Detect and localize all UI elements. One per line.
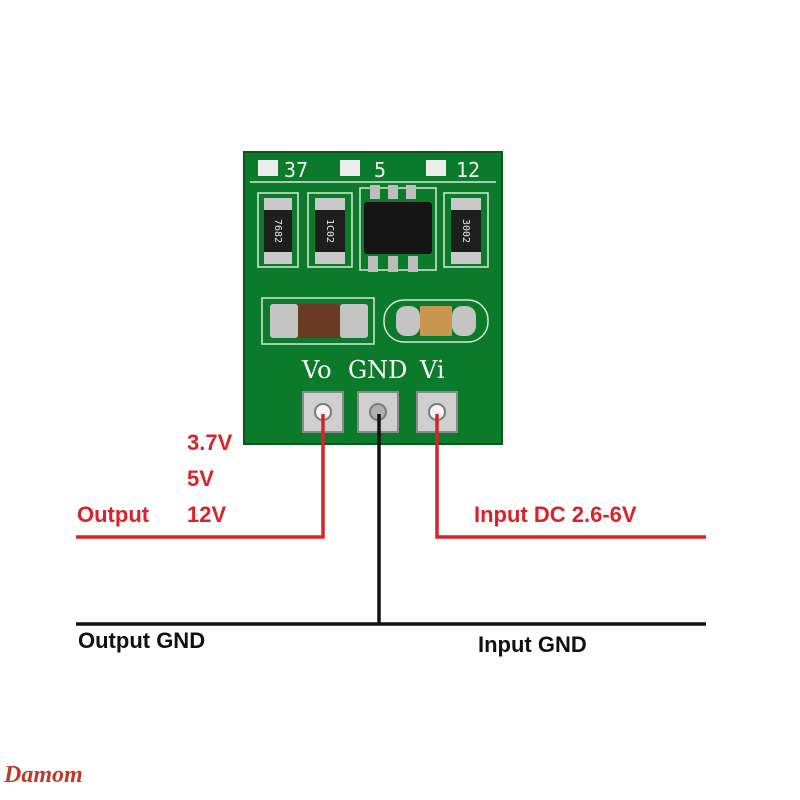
- input-wire: [435, 414, 706, 539]
- output-wire: [76, 414, 325, 539]
- input-label: Input DC 2.6-6V: [474, 502, 637, 527]
- pcb-board: 37 5 12 7682 1C02: [243, 151, 503, 445]
- jumper-label-5: 5: [374, 158, 386, 182]
- jumper-pads: [250, 160, 496, 183]
- pin-label-vi: Vi: [419, 356, 445, 384]
- resistor-code-3: 3002: [460, 219, 471, 243]
- resistor-code-2: 1C02: [324, 219, 335, 243]
- inductor: [261, 297, 375, 345]
- watermark: Damom: [4, 762, 83, 788]
- resistor-2: 1C02: [307, 192, 353, 268]
- resistor-3: 3002: [443, 192, 489, 268]
- output-label: Output: [77, 502, 150, 527]
- output-voltage-12v: 12V: [187, 502, 227, 527]
- jumper-label-12: 12: [456, 158, 480, 182]
- resistor-code-1: 7682: [272, 219, 283, 243]
- input-gnd-label: Input GND: [478, 632, 587, 657]
- pin-label-gnd: GND: [348, 356, 407, 384]
- ic-chip: [359, 185, 437, 272]
- output-gnd-label: Output GND: [78, 628, 206, 653]
- resistor-1: 7682: [257, 192, 299, 268]
- pin-label-vo: Vo: [301, 356, 332, 384]
- output-voltage-5v: 5V: [187, 466, 214, 491]
- output-voltage-3-7v: 3.7V: [187, 430, 233, 455]
- jumper-label-37: 37: [284, 158, 308, 182]
- capacitor: [383, 299, 489, 343]
